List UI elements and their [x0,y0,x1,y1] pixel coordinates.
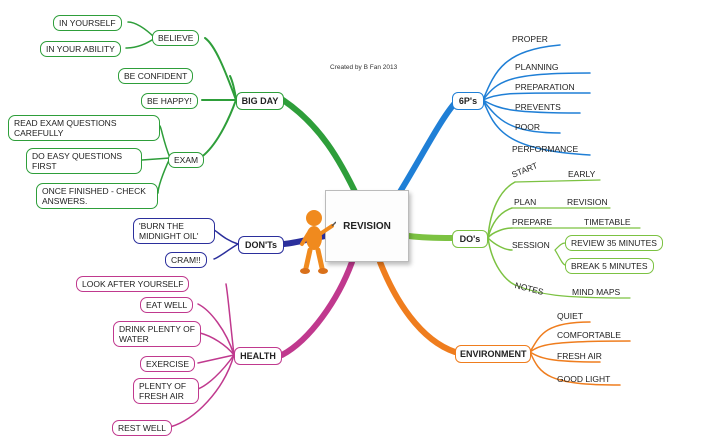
session-label: SESSION [512,240,550,250]
read-exam-questions-node: READ EXAM QUESTIONS CAREFULLY [8,115,160,141]
proper-label: PROPER [512,34,548,44]
big-day-label: BIG DAY [241,96,279,106]
exercise-node: EXERCISE [140,356,195,372]
drink-water-node: DRINK PLENTY OF WATER [113,321,201,347]
check-answers-node: ONCE FINISHED - CHECK ANSWERS. [36,183,158,209]
prevents-label: PREVENTS [515,102,561,112]
environment-label: ENVIRONMENT [460,349,527,359]
performance-label: PERFORMANCE [512,144,579,154]
burn-midnight-oil-node: 'BURN THE MIDNIGHT OIL' [133,218,215,244]
rest-well-node: REST WELL [112,420,173,436]
timetable-label: TIMETABLE [584,217,631,227]
big-day-node: BIG DAY [236,92,284,110]
central-topic: REVISION [325,190,409,262]
believe-node: BELIEVE [152,30,200,46]
health-node: HEALTH [234,347,282,365]
planning-label: PLANNING [515,62,559,72]
person-figure-icon [300,210,336,274]
branch-health-line [279,259,355,358]
quiet-label: QUIET [557,311,583,321]
mind-maps-label: MIND MAPS [572,287,621,297]
be-happy-node: BE HAPPY! [141,93,198,109]
review-35-node: REVIEW 35 MINUTES [565,235,663,251]
central-topic-label: REVISION [343,220,391,232]
plan-label: PLAN [514,197,537,207]
in-yourself-node: IN YOURSELF [53,15,122,31]
branch-big-day-line [280,97,361,201]
comfortable-label: COMFORTABLE [557,330,621,340]
donts-label: DON'Ts [245,240,277,250]
easy-questions-node: DO EASY QUESTIONS FIRST [26,148,142,174]
fresh-air-env-label: FRESH AIR [557,351,602,361]
be-confident-node: BE CONFIDENT [118,68,194,84]
credit-text: Created by B Fan 2013 [330,64,398,71]
fresh-air-health-node: PLENTY OF FRESH AIR [133,378,199,404]
cram-node: CRAM!! [165,252,207,268]
early-label: EARLY [568,169,596,179]
branch-dos-line [406,233,455,241]
six-ps-node: 6P's [452,92,484,110]
environment-node: ENVIRONMENT [455,345,531,363]
preparation-label: PREPARATION [515,82,575,92]
look-after-yourself-node: LOOK AFTER YOURSELF [76,276,190,292]
eat-well-node: EAT WELL [140,297,194,313]
break-5-node: BREAK 5 MINUTES [565,258,654,274]
good-light-label: GOOD LIGHT [557,374,611,384]
exam-node: EXAM [168,152,205,168]
branch-environment-line [377,259,458,355]
six-ps-label: 6P's [458,96,478,106]
in-your-ability-node: IN YOUR ABILITY [40,41,121,57]
donts-node: DON'Ts [238,236,284,254]
branch-6ps-line [392,100,458,203]
revision-label: REVISION [567,197,608,207]
health-label: HEALTH [240,351,276,361]
poor-label: POOR [515,122,541,132]
dos-node: DO's [452,230,488,248]
dos-label: DO's [459,234,481,244]
prepare-label: PREPARE [512,217,552,227]
